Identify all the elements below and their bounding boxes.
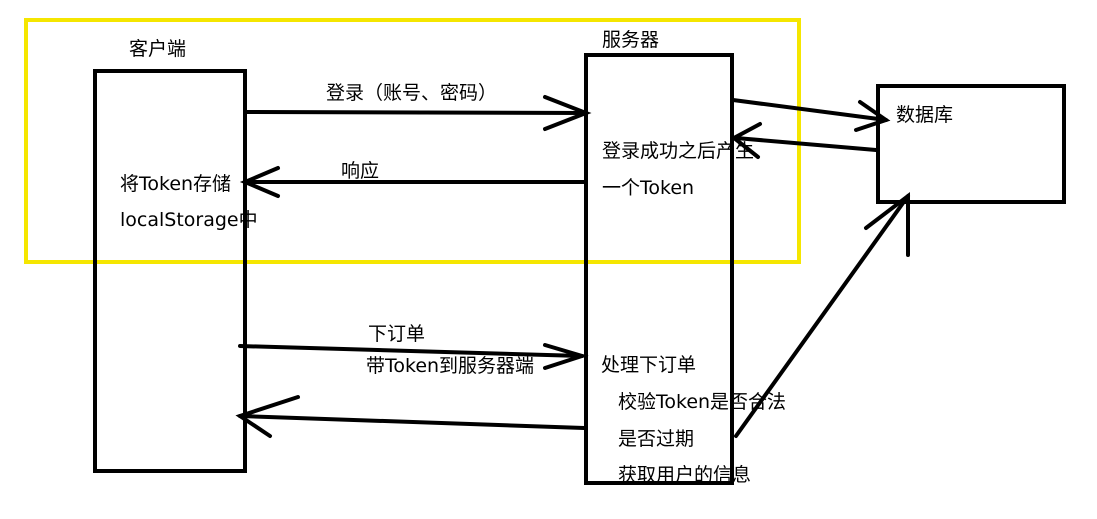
order-request-arrow xyxy=(238,343,589,370)
login-success-line2: 一个Token xyxy=(602,177,695,199)
process-line3: 是否过期 xyxy=(618,428,695,450)
server-box xyxy=(584,53,734,485)
client-store-line1: 将Token存储 xyxy=(120,173,232,195)
login-request-label: 登录（账号、密码） xyxy=(326,82,498,104)
order-response-arrow xyxy=(235,395,586,438)
server-to-database-arrow xyxy=(731,98,891,132)
process-line4: 获取用户的信息 xyxy=(618,464,752,486)
login-success-line1: 登录成功之后产生 xyxy=(602,140,755,162)
login-request-arrow xyxy=(245,95,592,131)
response-arrow xyxy=(239,166,586,198)
process-line2: 校验Token是否合法 xyxy=(618,391,787,413)
database-box xyxy=(876,84,1066,204)
server-title: 服务器 xyxy=(602,29,660,51)
validation-to-database-arrow xyxy=(734,191,910,438)
process-line1: 处理下订单 xyxy=(601,354,697,376)
order-request-line1: 下订单 xyxy=(368,323,426,345)
database-to-server-arrow xyxy=(730,122,878,159)
client-box xyxy=(93,69,247,473)
login-highlight-frame xyxy=(24,18,801,264)
database-title: 数据库 xyxy=(896,104,954,126)
client-store-line2: localStorage中 xyxy=(120,209,258,231)
order-request-line2: 带Token到服务器端 xyxy=(366,355,535,377)
client-title: 客户端 xyxy=(129,38,187,60)
response-label: 响应 xyxy=(341,160,380,182)
